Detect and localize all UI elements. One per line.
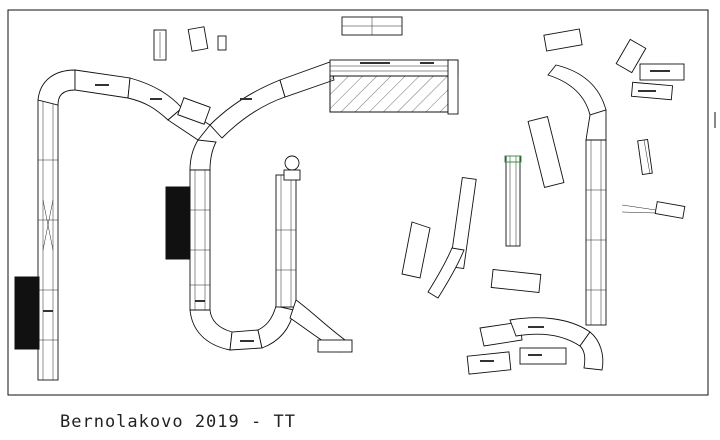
diagram-caption: Bernolakovo 2019 - TT [60,412,296,432]
station-area [329,59,459,115]
main-track-loop [37,61,353,381]
black-block-left [14,276,40,350]
black-block-center [165,186,191,260]
drawing-border [7,9,709,396]
piece-label-marks [43,62,670,362]
right-loose-pieces [401,28,686,375]
top-loose-pieces [153,16,403,61]
